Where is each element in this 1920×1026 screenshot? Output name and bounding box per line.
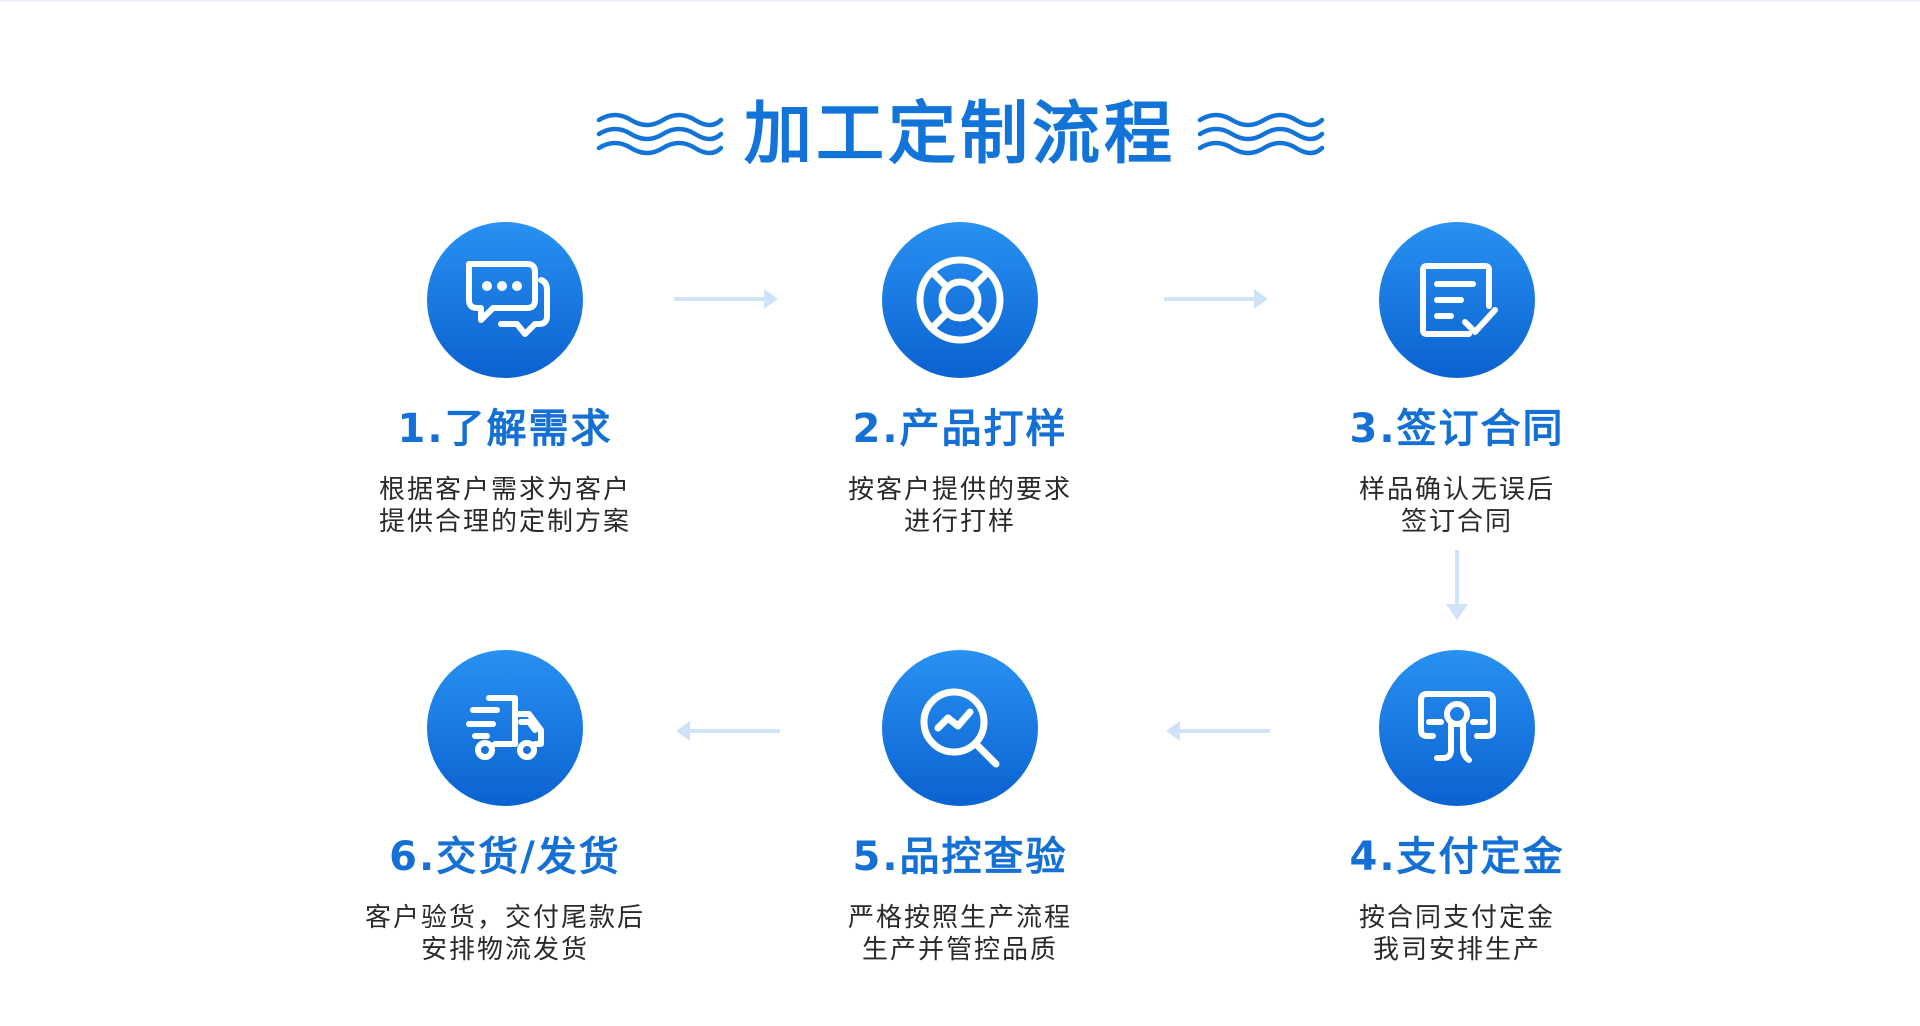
step-6-icon-circle — [427, 650, 583, 806]
step-6: 6.交货/发货 客户验货，交付尾款后 安排物流发货 — [305, 650, 705, 980]
magnifier-chart-icon — [920, 688, 1000, 768]
step-1-desc-line-1: 根据客户需求为客户 — [378, 475, 631, 505]
contract-check-icon — [1420, 263, 1498, 337]
step-4-desc-line-1: 按合同支付定金 — [1358, 903, 1555, 933]
step-5-title: 5.品控查验 — [852, 834, 1068, 880]
step-1-title: 1.了解需求 — [397, 406, 613, 452]
arrow-left-4-5 — [1166, 721, 1270, 741]
arrow-right-2-3 — [1164, 289, 1268, 309]
step-4-icon-circle — [1379, 650, 1535, 806]
step-4-desc-line-2: 我司安排生产 — [1372, 935, 1541, 965]
step-3-title: 3.签订合同 — [1349, 406, 1565, 452]
page-title: 加工定制流程 — [743, 95, 1176, 174]
title-section: 加工定制流程 — [0, 90, 1920, 180]
step-6-title: 6.交货/发货 — [389, 834, 621, 880]
arrow-down-3-4 — [1446, 550, 1468, 620]
step-2-icon-circle — [882, 222, 1038, 378]
wave-right-icon — [1197, 112, 1325, 156]
step-5: 5.品控查验 严格按照生产流程 生产并管控品质 — [760, 650, 1160, 980]
step-6-desc-line-1: 客户验货，交付尾款后 — [364, 903, 645, 933]
step-2-title: 2.产品打样 — [852, 406, 1068, 452]
step-2-desc-line-1: 按客户提供的要求 — [847, 475, 1072, 505]
arrow-left-5-6 — [676, 721, 780, 741]
step-1-icon-circle — [427, 222, 583, 378]
step-5-desc-line-1: 严格按照生产流程 — [847, 903, 1072, 933]
step-1-desc-line-2: 提供合理的定制方案 — [378, 507, 631, 537]
delivery-truck-icon — [466, 695, 544, 760]
payment-icon — [1418, 691, 1496, 763]
lifebuoy-icon — [916, 256, 1004, 344]
step-3: 3.签订合同 样品确认无误后 签订合同 — [1257, 222, 1657, 552]
arrow-right-1-2 — [674, 289, 778, 309]
step-3-desc-line-1: 样品确认无误后 — [1358, 475, 1555, 505]
step-4-title: 4.支付定金 — [1349, 834, 1565, 880]
step-5-icon-circle — [882, 650, 1038, 806]
step-4: 4.支付定金 按合同支付定金 我司安排生产 — [1257, 650, 1657, 980]
wave-left-icon — [596, 112, 724, 156]
step-6-desc-line-2: 安排物流发货 — [420, 935, 589, 965]
step-2: 2.产品打样 按客户提供的要求 进行打样 — [760, 222, 1160, 552]
step-5-desc-line-2: 生产并管控品质 — [861, 935, 1058, 965]
chat-bubbles-icon — [466, 261, 550, 337]
step-3-icon-circle — [1379, 222, 1535, 378]
step-3-desc-line-2: 签订合同 — [1400, 507, 1513, 537]
step-1: 1.了解需求 根据客户需求为客户 提供合理的定制方案 — [305, 222, 705, 552]
top-divider — [0, 0, 1920, 2]
step-2-desc-line-2: 进行打样 — [903, 507, 1016, 537]
